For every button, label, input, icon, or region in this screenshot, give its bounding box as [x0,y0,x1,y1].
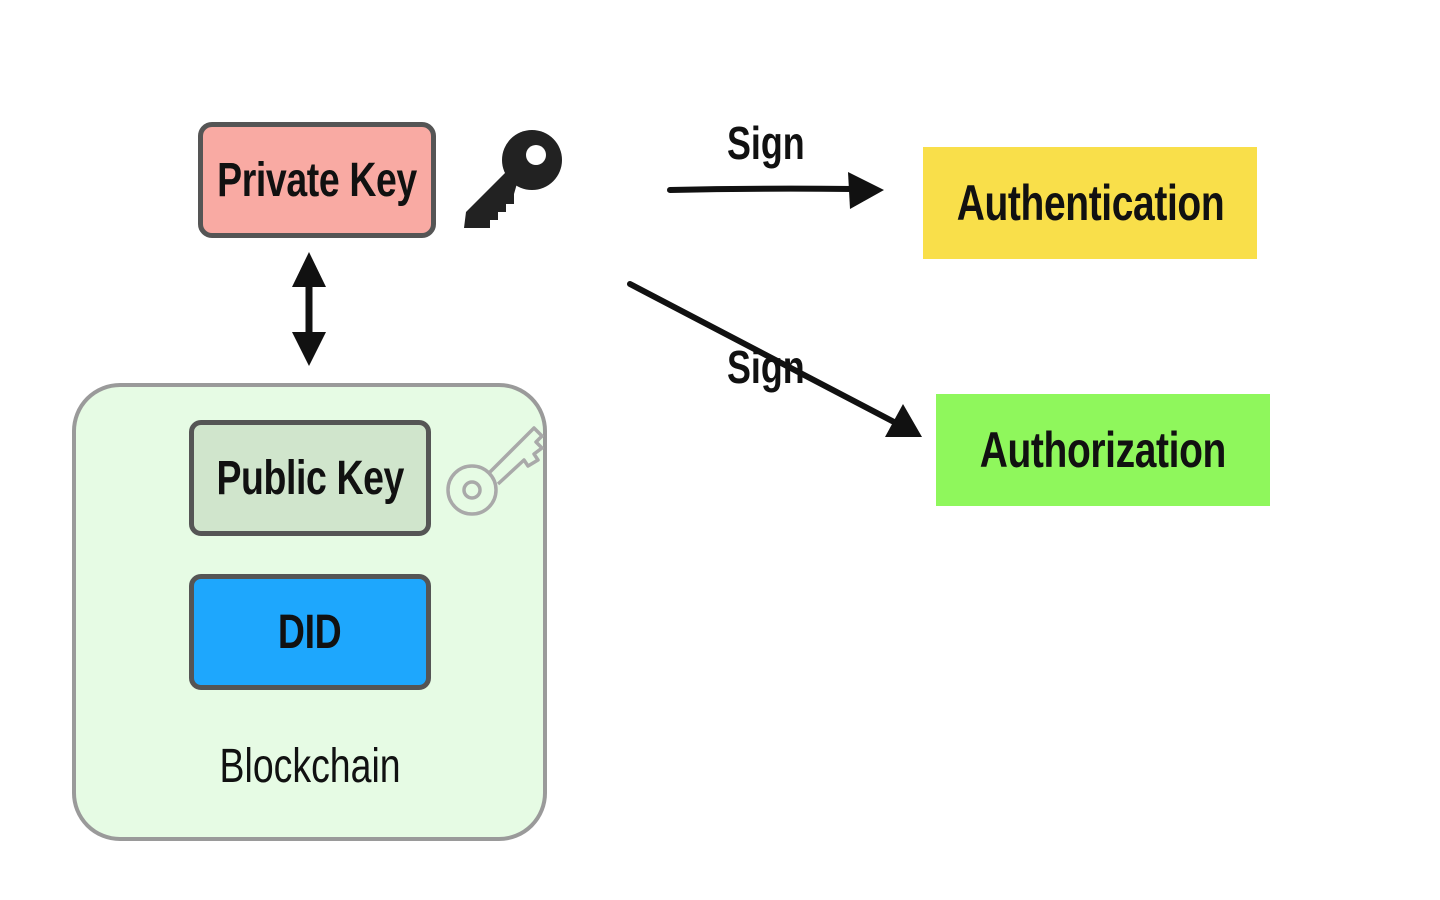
authentication-label: Authentication [956,175,1224,231]
key-outline-icon [442,418,546,522]
sign-label-top-text: Sign [726,117,805,169]
did-node: DID [189,574,431,690]
sign-label-bottom-text: Sign [726,341,805,393]
private-key-label: Private Key [217,153,417,207]
authorization-node: Authorization [936,394,1270,506]
public-key-label: Public Key [216,451,404,505]
blockchain-label: Blockchain [150,735,470,799]
public-key-node: Public Key [189,420,431,536]
sign-label-bottom: Sign [716,344,816,390]
sign-label-top: Sign [716,120,816,166]
double-arrow [292,252,326,366]
authorization-label: Authorization [979,422,1227,478]
blockchain-label-text: Blockchain [219,740,401,793]
sign-arrow-authentication [667,172,884,209]
private-key-node: Private Key [198,122,436,238]
key-icon [460,128,564,232]
authentication-node: Authentication [923,147,1257,259]
did-label: DID [278,605,342,659]
